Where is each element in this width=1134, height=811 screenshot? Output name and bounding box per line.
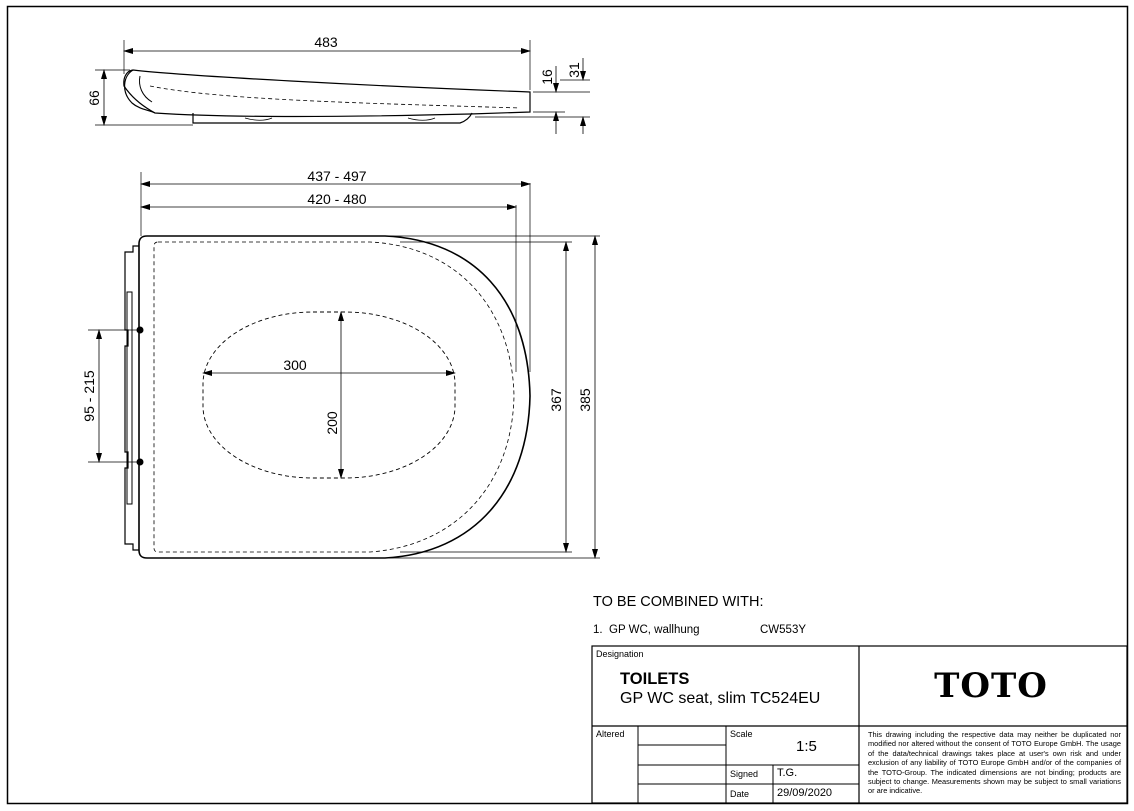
- scale-label: Scale: [730, 729, 753, 739]
- date-value: 29/09/2020: [777, 787, 833, 799]
- scale-value: 1:5: [796, 738, 817, 755]
- dim-fixing-range-inner: 420 - 480: [307, 191, 366, 207]
- designation-label: Designation: [596, 649, 644, 659]
- combine-item-name: GP WC, wallhung: [609, 624, 700, 636]
- title-block-grid: [591, 645, 1128, 804]
- dim-opening-depth: 200: [324, 411, 340, 435]
- side-view: [95, 40, 590, 126]
- top-view: [88, 172, 600, 559]
- sheet-border: [6, 5, 1129, 805]
- dim-fixing-range-outer: 437 - 497: [307, 168, 366, 184]
- combine-item-code: CW553Y: [760, 624, 807, 636]
- dim-opening-width: 300: [283, 357, 307, 373]
- toto-logo: TOTO: [934, 666, 1048, 706]
- combine-title: TO BE COMBINED WITH:: [593, 594, 764, 610]
- dim-thickness-front: 16: [539, 69, 555, 85]
- legal-disclaimer: This drawing including the respective da…: [868, 730, 1121, 796]
- dim-seat-width-inner: 367: [548, 388, 564, 412]
- top-view-dimensions: [96, 181, 598, 559]
- altered-label: Altered: [596, 729, 625, 739]
- signed-label: Signed: [730, 769, 759, 779]
- date-label: Date: [730, 789, 750, 799]
- dim-length: 483: [314, 34, 338, 50]
- combine-item-index: 1.: [593, 624, 603, 636]
- signed-value: T.G.: [777, 767, 798, 779]
- dim-height: 66: [86, 90, 102, 106]
- side-view-dimensions: [101, 48, 586, 134]
- product-title: GP WC seat, slim TC524EU: [620, 690, 821, 707]
- product-category: TOILETS: [620, 670, 690, 688]
- dim-thickness-total: 31: [566, 62, 582, 78]
- dim-seat-width-outer: 385: [577, 388, 593, 412]
- dim-hole-distance: 95 - 215: [81, 370, 97, 422]
